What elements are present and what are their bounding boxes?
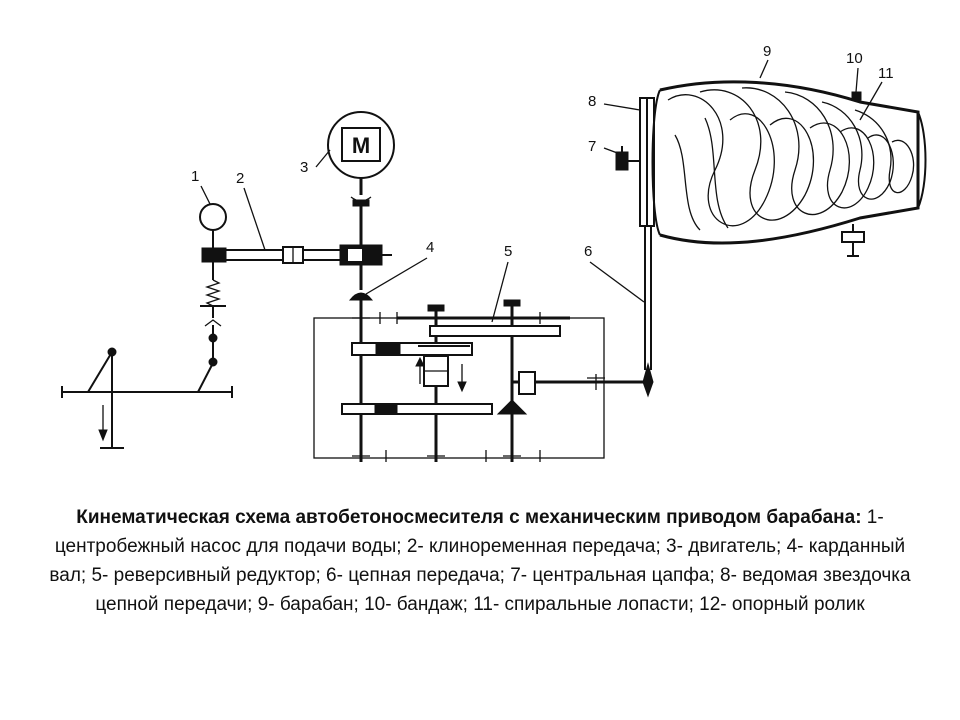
label-10: 10 (846, 50, 863, 67)
central-trunnion (615, 146, 640, 171)
label-11: 11 (878, 65, 894, 82)
support-roller (841, 224, 865, 257)
label-9: 9 (763, 43, 771, 60)
reversing-gearbox (313, 299, 650, 462)
driven-sprocket (639, 97, 655, 227)
drum-band (851, 91, 862, 101)
cardan-shaft (348, 265, 374, 318)
spiral-blades (667, 87, 915, 231)
label-2: 2 (236, 170, 244, 187)
caption-text: 1- центробежный насос для подачи воды; 2… (49, 507, 911, 615)
label-5: 5 (504, 243, 512, 260)
label-8: 8 (588, 93, 596, 110)
label-7: 7 (588, 138, 596, 155)
v-belt-transmission (201, 244, 392, 266)
motor-letter: М (352, 133, 370, 158)
figure-caption: Кинематическая схема автобетоносмесителя… (40, 503, 920, 619)
label-1: 1 (191, 168, 199, 185)
motor: М (327, 111, 395, 245)
centrifugal-pump (199, 203, 227, 248)
lever-linkage (61, 262, 233, 449)
kinematic-diagram: М (61, 43, 927, 462)
leader-lines (200, 59, 883, 323)
label-6: 6 (584, 243, 592, 260)
label-4: 4 (426, 239, 434, 256)
mixer-drum (651, 80, 927, 245)
caption-title: Кинематическая схема автобетоносмесителя… (76, 507, 862, 528)
label-3: 3 (300, 159, 308, 176)
